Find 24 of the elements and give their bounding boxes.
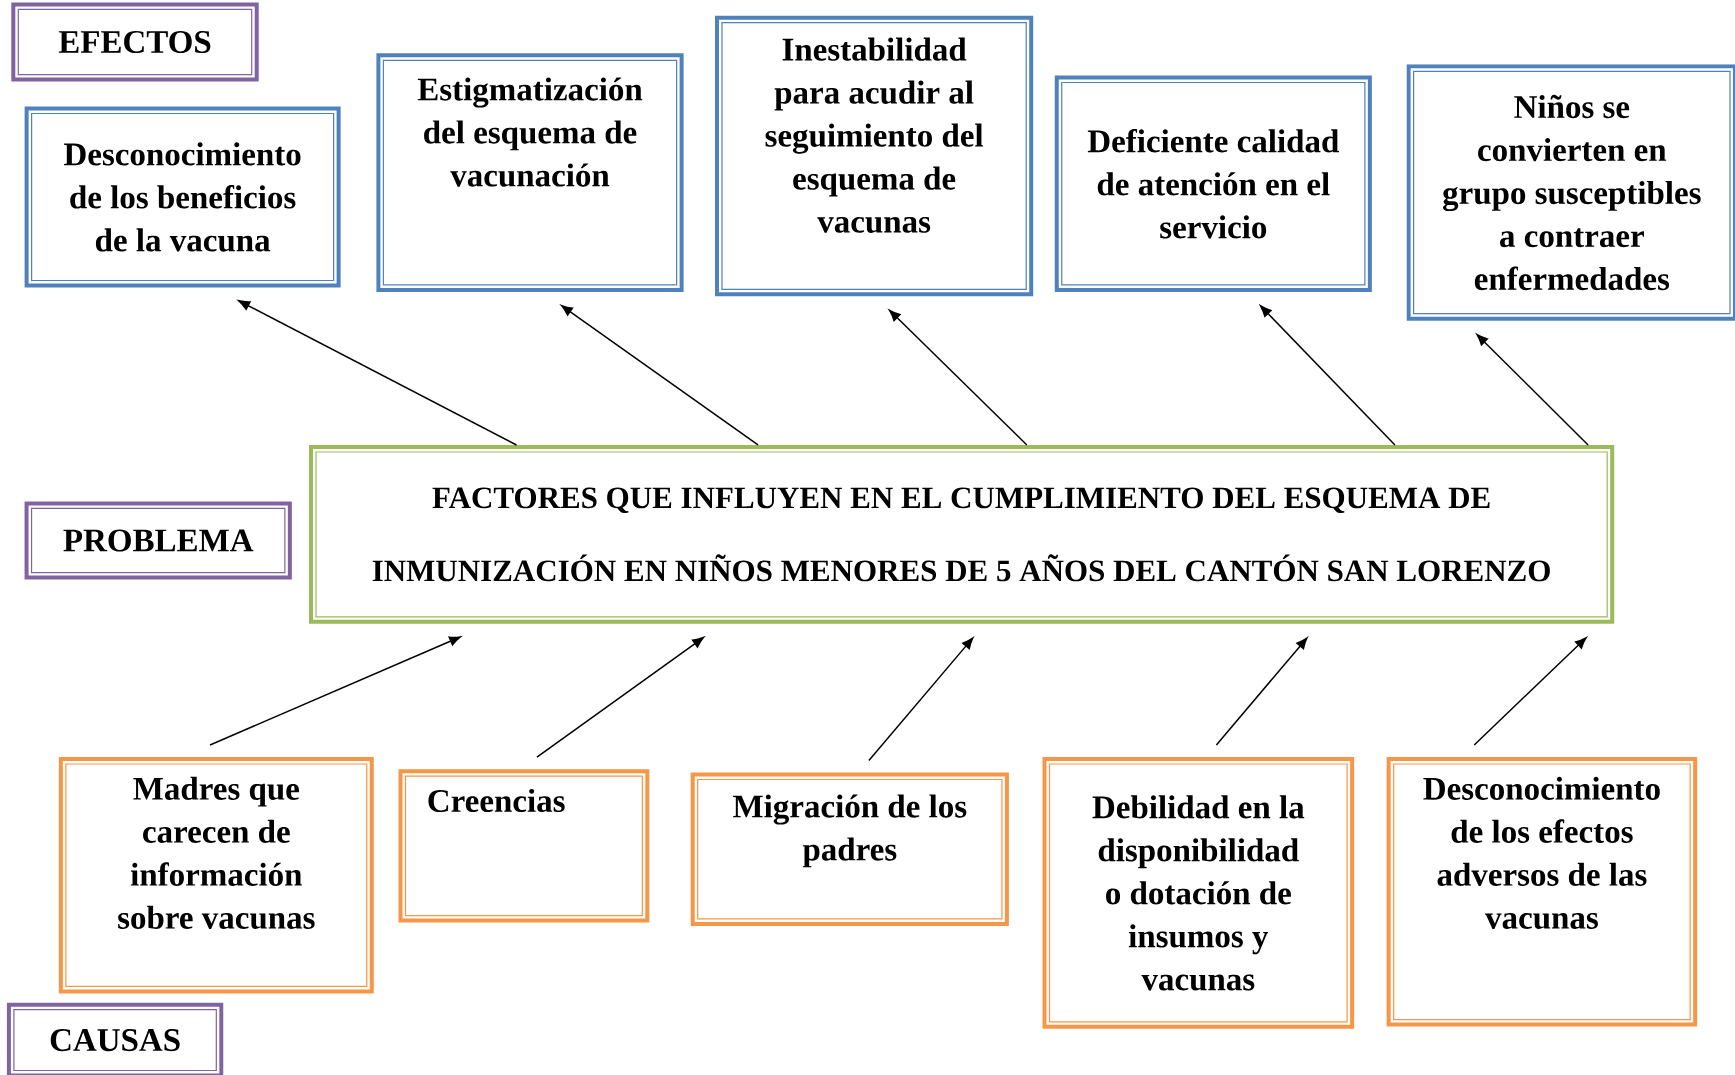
arrow <box>209 636 462 746</box>
problem-box: FACTORES QUE INFLUYEN EN EL CUMPLIMIENTO DEL ESQUEMA DE INMUNIZACIÓN EN NIÑOS MENORES DE 5 AÑOS DEL CANTÓN SAN LORENZO <box>309 445 1615 624</box>
section-label-box: EFECTOS <box>11 2 259 82</box>
arrow <box>868 637 974 762</box>
cause-box: Migración de los padres <box>690 772 1009 926</box>
cause-box: Debilidad en la disponibilidad o dotación de insumos y vacunas <box>1042 757 1355 1029</box>
effect-box: Desconocimiento de los beneficios de la vacuna <box>24 106 341 288</box>
arrow <box>560 304 759 446</box>
arrow <box>1215 637 1308 746</box>
arrow <box>238 300 518 446</box>
effect-box: Inestabilidad para acudir al seguimiento del esquema de vacunas <box>715 15 1034 297</box>
effect-box: Niños se convierten en grupo susceptibles a contraer enfermedades <box>1406 64 1735 321</box>
cause-box: Creencias <box>398 769 650 923</box>
section-label-box: PROBLEMA <box>24 501 292 580</box>
section-label-box: CAUSAS <box>6 1002 224 1075</box>
cause-box: Desconocimiento de los efectos adversos de las vacunas <box>1386 757 1698 1027</box>
arrow <box>1476 333 1589 446</box>
cause-box: Madres que carecen de información sobre vacunas <box>58 757 374 994</box>
arrow <box>1259 305 1396 446</box>
arrow <box>888 309 1028 446</box>
effect-box: Deficiente calidad de atención en el servicio <box>1054 75 1372 292</box>
arrow <box>1473 637 1587 746</box>
effect-box: Estigmatización del esquema de vacunación <box>376 53 684 292</box>
arrow <box>536 636 705 758</box>
